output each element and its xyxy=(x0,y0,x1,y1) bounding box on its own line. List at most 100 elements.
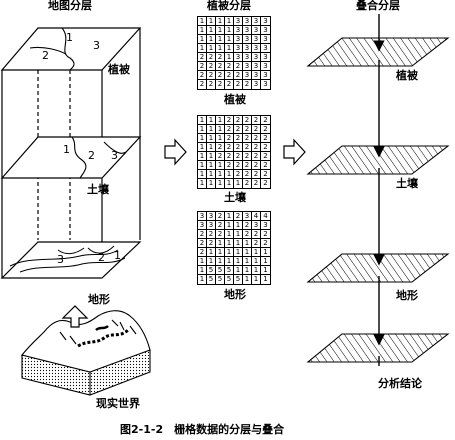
terrain-grid-cell: 3 xyxy=(198,221,207,230)
soil-grid-cell: 2 xyxy=(261,161,270,170)
soil-grid-cell: 2 xyxy=(225,125,234,134)
terrain-grid-cell: 1 xyxy=(198,257,207,266)
terrain-grid-cell: 5 xyxy=(207,266,216,275)
vegetation-grid-cell: 3 xyxy=(252,80,261,89)
terrain-grid-cell: 1 xyxy=(234,248,243,257)
vegetation-grid-cell: 3 xyxy=(243,17,252,26)
terrain-contours xyxy=(9,245,126,273)
terrain-grid-cell: 2 xyxy=(252,230,261,239)
soil-grid-cell: 2 xyxy=(243,125,252,134)
label-terrain-left: 地形 xyxy=(88,293,110,306)
vegetation-grid-cell: 1 xyxy=(216,44,225,53)
terrain-grid-cell: 2 xyxy=(252,239,261,248)
soil-zone-lines xyxy=(71,136,127,179)
terrain-grid-cell: 2 xyxy=(198,230,207,239)
label-terrain-grid: 地形 xyxy=(224,288,246,301)
vegetation-grid-cell: 3 xyxy=(234,17,243,26)
soil-grid-cell: 1 xyxy=(216,179,225,188)
soil-grid-cell: 1 xyxy=(207,134,216,143)
right-arrow-icon-2 xyxy=(283,138,306,166)
soil-grid-cell: 1 xyxy=(198,161,207,170)
vegetation-grid-cell: 3 xyxy=(243,26,252,35)
terrain-grid-cell: 1 xyxy=(225,221,234,230)
soil-grid-cell: 1 xyxy=(207,179,216,188)
soil-grid-cell: 2 xyxy=(252,170,261,179)
terrain-grid-cell: 1 xyxy=(234,230,243,239)
vegetation-grid-cell: 3 xyxy=(234,53,243,62)
soil-grid-cell: 2 xyxy=(216,143,225,152)
vegetation-grid-cell: 2 xyxy=(243,80,252,89)
vegetation-grid-cell: 3 xyxy=(252,44,261,53)
terrain-grid-cell: 4 xyxy=(261,212,270,221)
terrain-grid-cell: 1 xyxy=(252,248,261,257)
vegetation-grid-cell: 1 xyxy=(225,26,234,35)
terrain-grid-cell: 2 xyxy=(261,230,270,239)
soil-grid-cell: 2 xyxy=(263,179,268,187)
terrain-grid-cell: 1 xyxy=(261,266,270,275)
soil-grid-cell: 2 xyxy=(252,125,261,134)
soil-grid-cell: 1 xyxy=(225,179,234,188)
vegetation-grid-cell: 3 xyxy=(252,17,261,26)
soil-grid-cell: 1 xyxy=(198,116,207,125)
terrain-grid-cell: 1 xyxy=(243,266,252,275)
label-result: 分析结论 xyxy=(378,377,422,390)
vegetation-grid-cell: 3 xyxy=(252,71,261,80)
soil-grid-cell: 1 xyxy=(225,170,234,179)
terrain-grid-cell: 1 xyxy=(243,239,252,248)
vegetation-grid-cell: 1 xyxy=(225,17,234,26)
vegetation-grid-cell: 3 xyxy=(252,35,261,44)
vegetation-grid-cell: 2 xyxy=(216,71,225,80)
soil-grid-cell: 1 xyxy=(216,134,225,143)
veg-zone-label-3: 3 xyxy=(93,39,100,52)
vegetation-grid-cell: 2 xyxy=(216,80,225,89)
soil-grid-cell: 2 xyxy=(216,152,225,161)
vegetation-grid-cell: 3 xyxy=(243,53,252,62)
vegetation-grid-cell: 1 xyxy=(216,26,225,35)
soil-grid-cell: 2 xyxy=(261,152,270,161)
terrain-grid-cell: 1 xyxy=(207,257,216,266)
vegetation-grid-cell: 1 xyxy=(198,26,207,35)
vegetation-grid-cell: 2 xyxy=(207,62,216,71)
soil-grid-cell: 1 xyxy=(207,143,216,152)
label-soil-grid: 土壤 xyxy=(224,191,246,204)
terrain-grid-cell: 1 xyxy=(243,257,252,266)
vegetation-grid-cell: 3 xyxy=(234,44,243,53)
soil-zone-label-2: 2 xyxy=(88,149,95,162)
vegetation-grid-cell: 3 xyxy=(261,35,270,44)
soil-grid-cell: 2 xyxy=(252,161,261,170)
vegetation-grid-cell: 2 xyxy=(198,71,207,80)
vegetation-grid-cell: 2 xyxy=(225,80,234,89)
vegetation-grid-cell: 3 xyxy=(252,62,261,71)
terrain-grid-cell: 1 xyxy=(216,248,225,257)
soil-grid-cell: 2 xyxy=(243,143,252,152)
terrain-grid-cell: 5 xyxy=(234,275,243,284)
vegetation-grid-cell: 3 xyxy=(234,26,243,35)
soil-grid-cell: 2 xyxy=(225,143,234,152)
terrain-grid-cell: 1 xyxy=(198,266,207,275)
terrain-grid-cell: 2 xyxy=(207,230,216,239)
vegetation-grid-cell: 2 xyxy=(198,53,207,62)
soil-grid-cell: 2 xyxy=(243,134,252,143)
terrain-grid-cell: 1 xyxy=(252,266,261,275)
overlay-plane-terrain xyxy=(306,253,450,283)
terrain-grid-cell: 3 xyxy=(261,221,270,230)
soil-grid-cell: 1 xyxy=(216,116,225,125)
terrain-grid-cell: 1 xyxy=(234,257,243,266)
soil-grid-cell: 2 xyxy=(234,116,243,125)
terrain-grid-cell: 2 xyxy=(261,239,270,248)
terrain-grid-cell: 5 xyxy=(225,275,234,284)
veg-zone-label-2: 2 xyxy=(42,49,49,62)
terrain-grid-cell: 1 xyxy=(225,230,234,239)
soil-grid-cell: 2 xyxy=(234,134,243,143)
soil-grid-cell: 2 xyxy=(243,152,252,161)
vegetation-grid-cell: 2 xyxy=(207,80,216,89)
vegetation-grid-cell: 2 xyxy=(216,53,225,62)
terrain-grid-cell: 3 xyxy=(252,221,261,230)
vegetation-grid-cell: 3 xyxy=(263,80,268,88)
soil-grid-cell: 2 xyxy=(243,161,252,170)
soil-grid-cell: 1 xyxy=(207,170,216,179)
vegetation-grid-cell: 1 xyxy=(225,44,234,53)
vegetation-grid-cell: 1 xyxy=(225,35,234,44)
